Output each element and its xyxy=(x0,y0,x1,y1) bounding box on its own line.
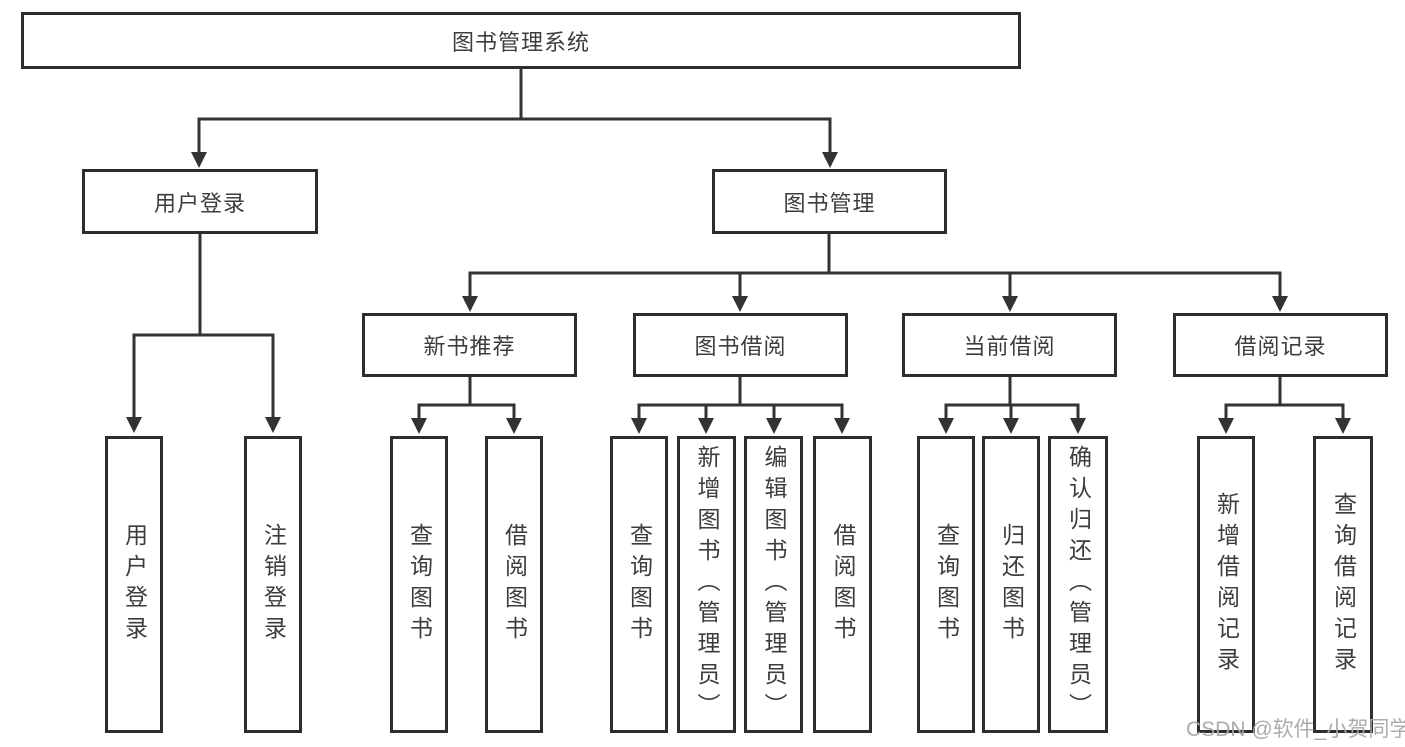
leaf-user-login-label: 用户登录 xyxy=(121,522,148,647)
node-borrowing-records: 借阅记录 xyxy=(1173,313,1388,377)
leaf-newbook-query: 查询图书 xyxy=(390,436,448,733)
node-current-borrowing-label: 当前借阅 xyxy=(963,334,1056,359)
csdn-watermark: CSDN @软件_小贺同学 xyxy=(1186,718,1405,741)
leaf-user-login: 用户登录 xyxy=(105,436,163,733)
leaf-borrow-book-label: 借阅图书 xyxy=(830,522,856,647)
arrowheads xyxy=(126,152,1351,434)
leaf-return-book: 归还图书 xyxy=(982,436,1040,733)
leaf-return-book-label: 归还图书 xyxy=(998,522,1025,647)
node-root-label: 图书管理系统 xyxy=(451,29,590,55)
node-book-borrowing: 图书借阅 xyxy=(633,313,848,377)
leaf-newbook-borrow: 借阅图书 xyxy=(485,436,543,733)
node-current-borrowing: 当前借阅 xyxy=(902,313,1117,377)
node-book-management-label: 图书管理 xyxy=(783,190,876,216)
node-book-borrowing-label: 图书借阅 xyxy=(694,334,787,359)
leaf-borrow-query: 查询图书 xyxy=(610,436,668,733)
node-borrowing-records-label: 借阅记录 xyxy=(1234,334,1327,359)
leaf-borrow-query-label: 查询图书 xyxy=(626,522,653,647)
leaf-record-add-label: 新增借阅记录 xyxy=(1213,491,1240,678)
node-new-book-recommend-label: 新书推荐 xyxy=(423,334,516,359)
leaf-confirm-return-admin: 确认归还（管理员） xyxy=(1048,436,1108,733)
leaf-borrow-add-admin: 新增图书（管理员） xyxy=(677,436,736,733)
node-user-login-label: 用户登录 xyxy=(153,190,246,216)
node-new-book-recommend: 新书推荐 xyxy=(362,313,577,377)
leaf-record-add: 新增借阅记录 xyxy=(1197,436,1255,733)
node-root: 图书管理系统 xyxy=(21,12,1021,69)
leaf-record-query-label: 查询借阅记录 xyxy=(1330,491,1357,678)
leaf-current-query: 查询图书 xyxy=(917,436,975,733)
leaf-logout-label: 注销登录 xyxy=(260,522,287,647)
leaf-confirm-return-admin-label: 确认归还（管理员） xyxy=(1065,445,1092,724)
leaf-current-query-label: 查询图书 xyxy=(933,522,960,647)
leaf-record-query: 查询借阅记录 xyxy=(1313,436,1373,733)
leaf-newbook-borrow-label: 借阅图书 xyxy=(501,522,528,647)
leaf-newbook-query-label: 查询图书 xyxy=(406,522,433,647)
leaf-borrow-add-admin-label: 新增图书（管理员） xyxy=(694,445,720,724)
leaf-borrow-edit-admin-label: 编辑图书（管理员） xyxy=(761,445,787,724)
node-user-login: 用户登录 xyxy=(82,169,318,234)
node-book-management: 图书管理 xyxy=(712,169,947,234)
leaf-borrow-edit-admin: 编辑图书（管理员） xyxy=(744,436,803,733)
leaf-logout: 注销登录 xyxy=(244,436,302,733)
leaf-borrow-book: 借阅图书 xyxy=(813,436,872,733)
